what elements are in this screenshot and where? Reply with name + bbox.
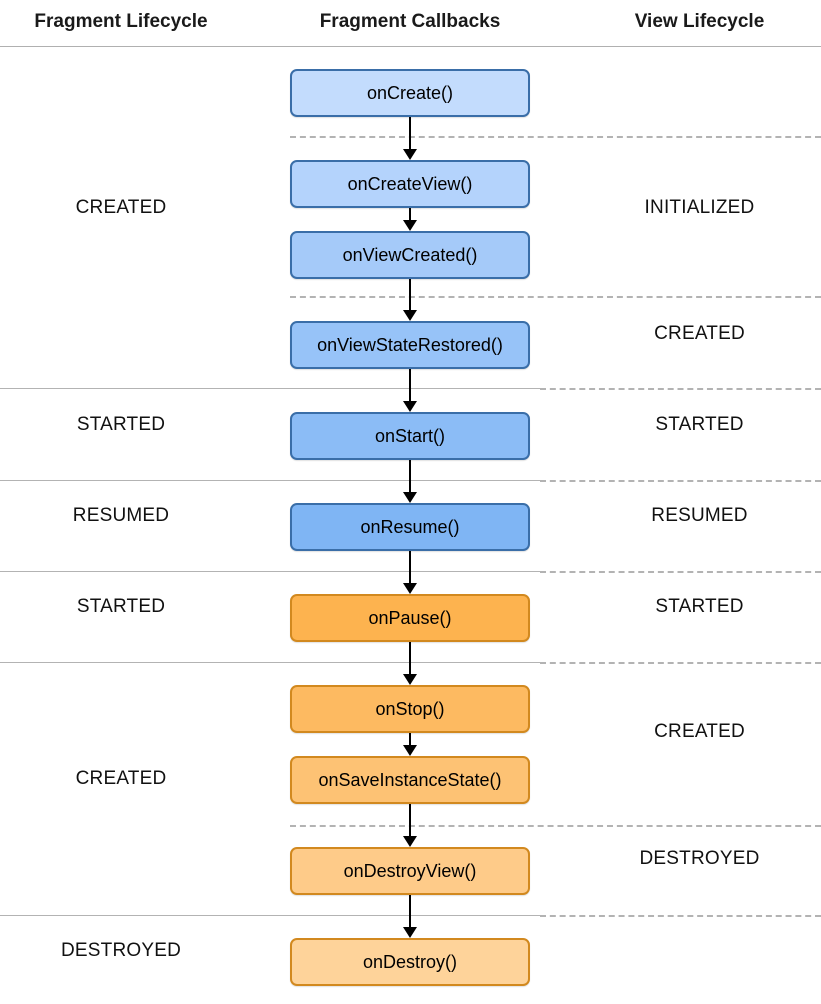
flow-arrow — [402, 551, 417, 594]
column-headers: Fragment Lifecycle Fragment Callbacks Vi… — [0, 0, 821, 47]
arrow-head-icon — [402, 401, 417, 412]
fragment-state-created: CREATED — [75, 197, 167, 218]
arrow-head-icon — [402, 836, 417, 847]
arrow-shaft — [409, 369, 412, 403]
column-header-view-lifecycle: View Lifecycle — [634, 11, 765, 32]
divider-segment-dashed — [290, 136, 821, 138]
arrow-shaft — [409, 804, 412, 838]
flow-arrow — [402, 642, 417, 685]
divider-segment-solid — [0, 480, 540, 481]
fragment-state-started: STARTED — [76, 414, 166, 435]
arrow-head-icon — [402, 149, 417, 160]
view-state-started: STARTED — [655, 414, 744, 435]
fragment-state-started: STARTED — [76, 596, 166, 617]
divider-segment-dashed — [290, 296, 821, 298]
divider-segment-dashed — [540, 480, 821, 482]
column-header-fragment-lifecycle: Fragment Lifecycle — [34, 11, 208, 32]
arrow-head-icon — [402, 745, 417, 756]
arrow-head-icon — [402, 674, 417, 685]
flow-arrow — [402, 369, 417, 412]
arrow-shaft — [409, 279, 412, 312]
arrow-shaft — [409, 895, 412, 929]
arrow-shaft — [409, 117, 412, 151]
divider-segment-solid — [0, 571, 540, 572]
arrow-head-icon — [402, 310, 417, 321]
divider-segment-dashed — [540, 662, 821, 664]
arrow-shaft — [409, 642, 412, 676]
divider-segment-dashed — [290, 825, 821, 827]
arrow-shaft — [409, 208, 412, 222]
fragment-state-destroyed: DESTROYED — [60, 940, 182, 961]
flow-arrow — [402, 460, 417, 503]
callback-box-on-save-instance-state[interactable]: onSaveInstanceState() — [290, 756, 530, 804]
flow-arrow — [402, 208, 417, 231]
view-state-started: STARTED — [655, 596, 744, 617]
callback-box-on-stop[interactable]: onStop() — [290, 685, 530, 733]
flow-arrow — [402, 279, 417, 321]
arrow-head-icon — [402, 927, 417, 938]
view-state-resumed: RESUMED — [651, 505, 748, 526]
arrow-shaft — [409, 733, 412, 747]
divider-segment-solid — [0, 915, 540, 916]
callback-box-on-start[interactable]: onStart() — [290, 412, 530, 460]
callback-box-on-create-view[interactable]: onCreateView() — [290, 160, 530, 208]
arrow-shaft — [409, 551, 412, 585]
view-state-destroyed: DESTROYED — [639, 848, 760, 869]
flow-arrow — [402, 733, 417, 756]
divider-segment-solid — [0, 388, 540, 389]
callback-box-on-resume[interactable]: onResume() — [290, 503, 530, 551]
divider-segment-dashed — [540, 388, 821, 390]
header-divider — [0, 46, 821, 47]
arrow-shaft — [409, 460, 412, 494]
callback-box-on-destroy[interactable]: onDestroy() — [290, 938, 530, 986]
flow-arrow — [402, 804, 417, 847]
view-state-created: CREATED — [654, 323, 745, 344]
callback-box-on-create[interactable]: onCreate() — [290, 69, 530, 117]
view-state-created: CREATED — [654, 721, 745, 742]
flow-arrow — [402, 895, 417, 938]
column-header-fragment-callbacks: Fragment Callbacks — [319, 11, 501, 32]
divider-segment-solid — [0, 662, 540, 663]
callback-box-on-pause[interactable]: onPause() — [290, 594, 530, 642]
fragment-state-created: CREATED — [75, 768, 167, 789]
arrow-head-icon — [402, 583, 417, 594]
callback-box-on-view-state-restored[interactable]: onViewStateRestored() — [290, 321, 530, 369]
divider-segment-dashed — [540, 571, 821, 573]
fragment-state-resumed: RESUMED — [72, 505, 170, 526]
flow-arrow — [402, 117, 417, 160]
view-state-initialized: INITIALIZED — [644, 197, 755, 218]
callback-box-on-view-created[interactable]: onViewCreated() — [290, 231, 530, 279]
divider-segment-dashed — [540, 915, 821, 917]
arrow-head-icon — [402, 492, 417, 503]
arrow-head-icon — [402, 220, 417, 231]
callback-box-on-destroy-view[interactable]: onDestroyView() — [290, 847, 530, 895]
